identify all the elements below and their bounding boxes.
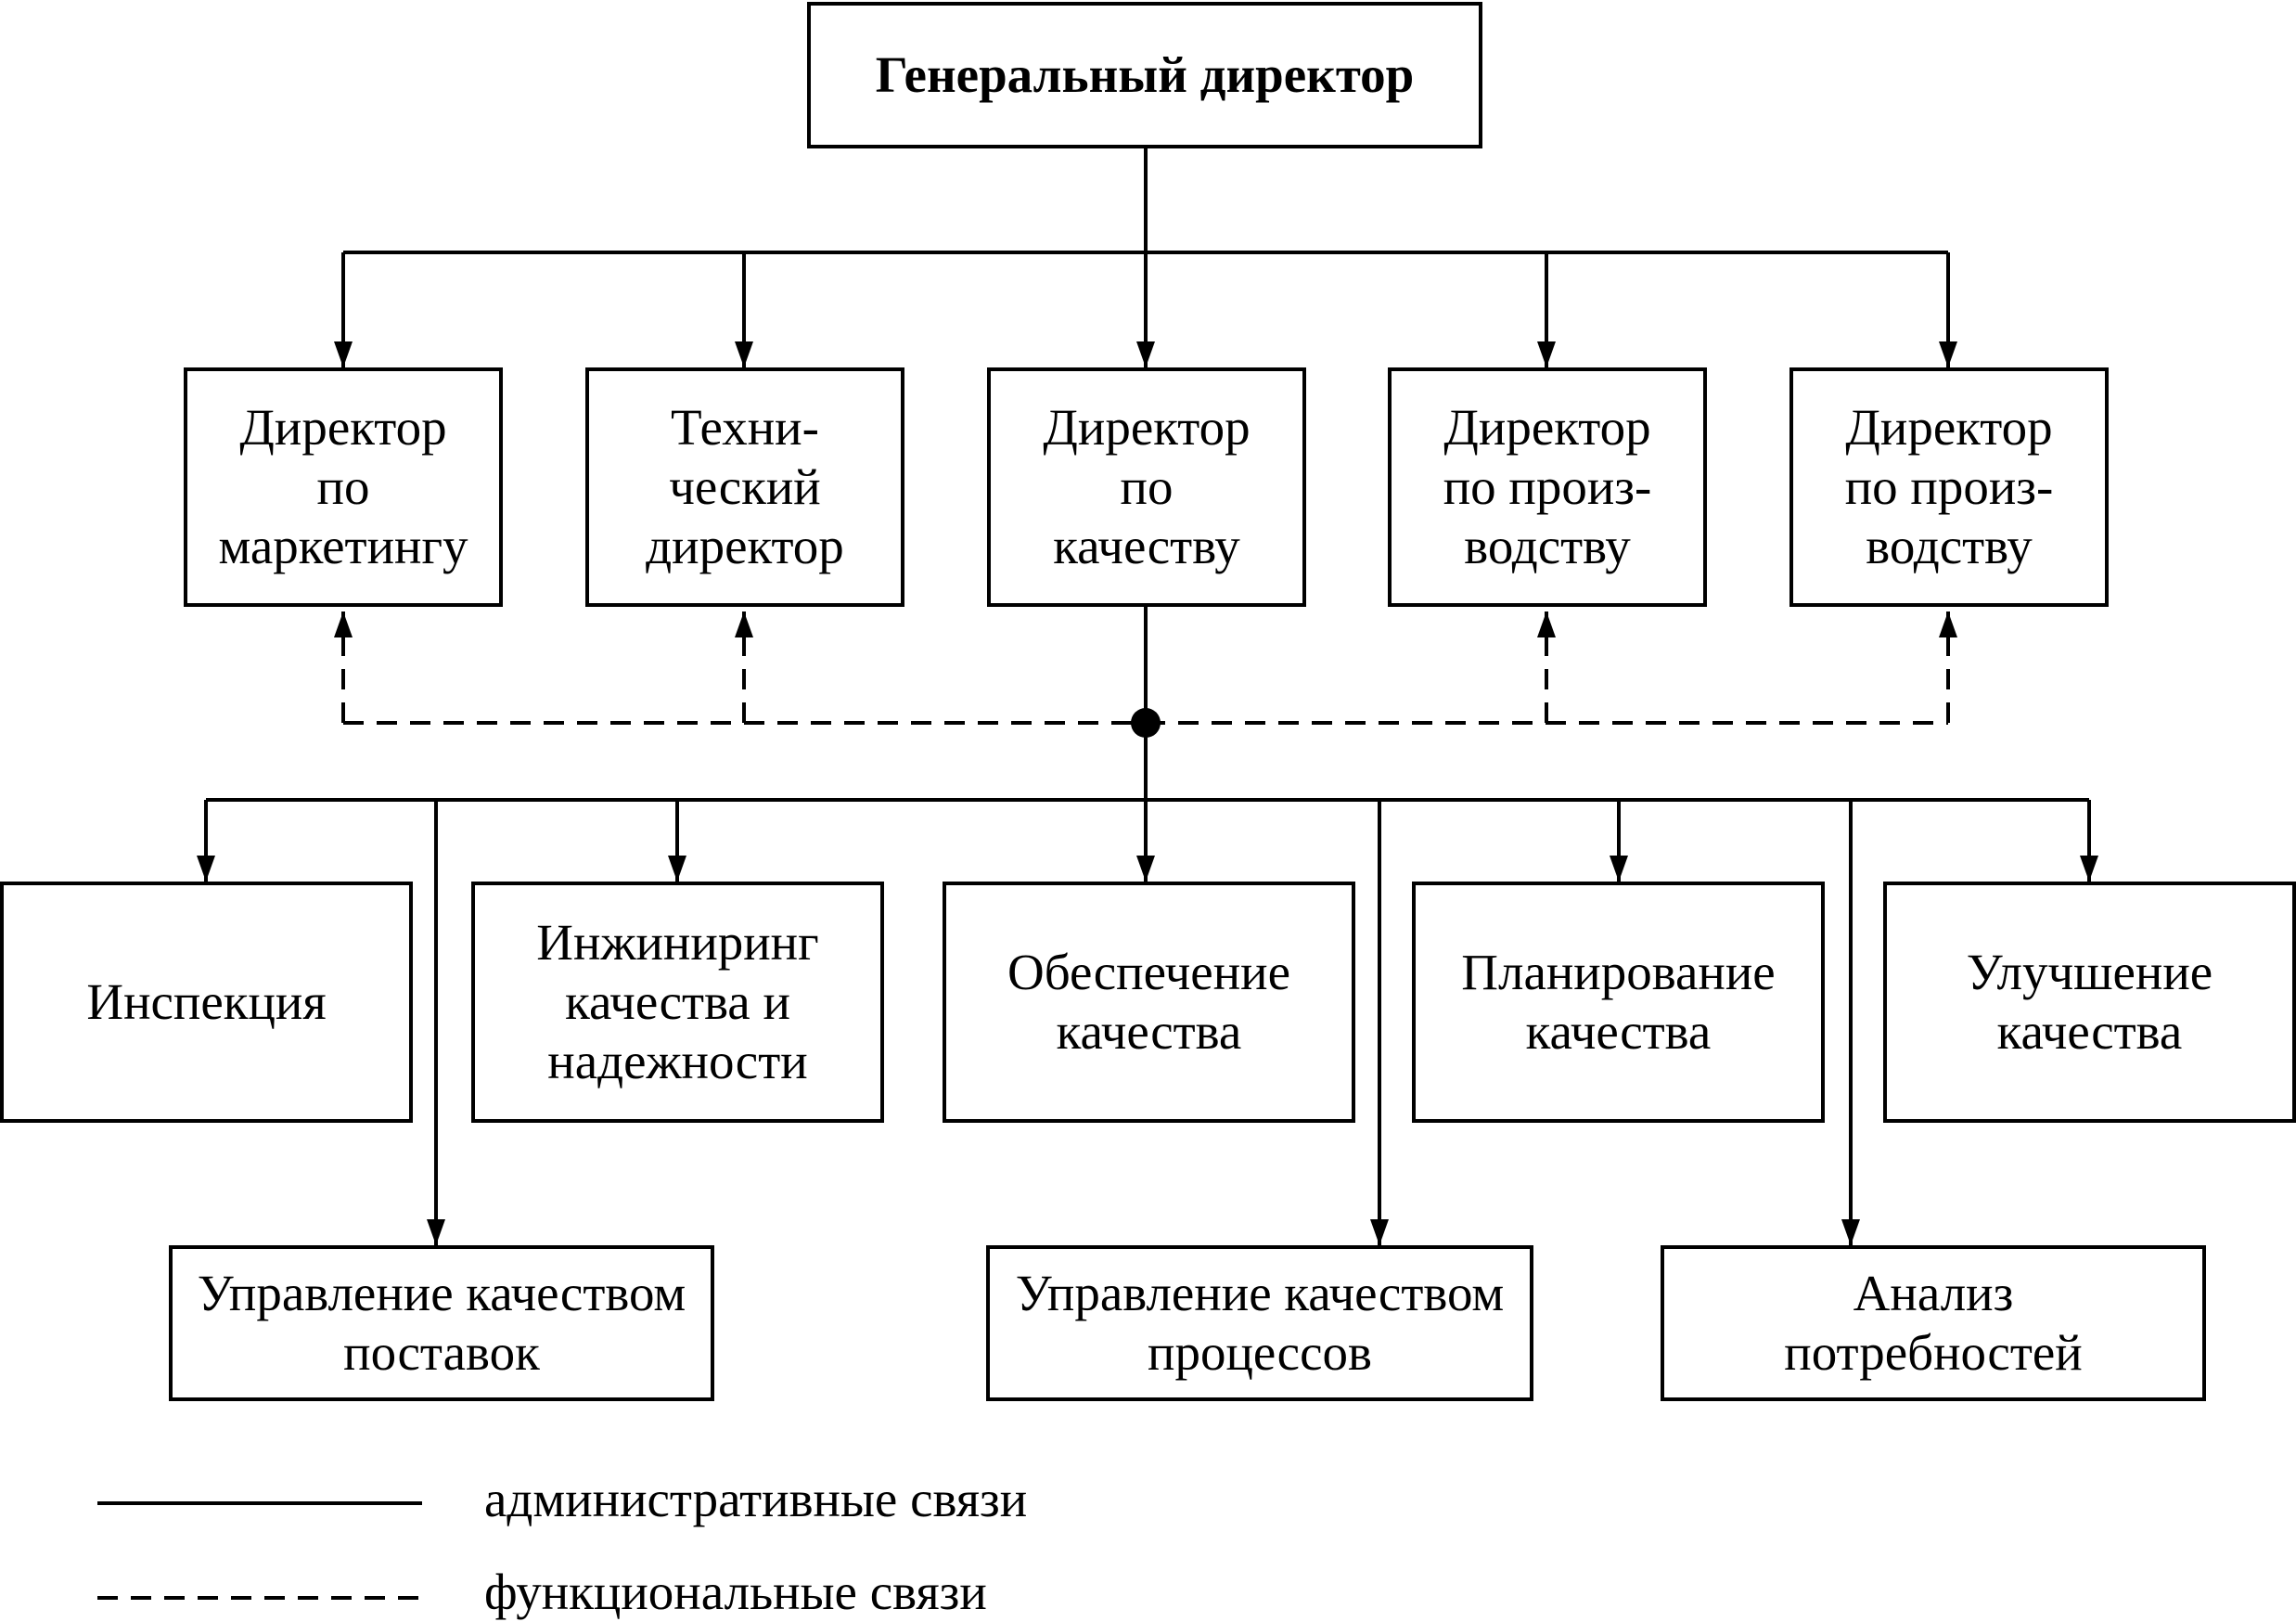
- production-director-box-2: Директор по произ- водству: [1789, 367, 2109, 607]
- ceo-box: Генеральный директор: [807, 2, 1482, 148]
- quality-assurance-box: Обеспечение качества: [943, 882, 1355, 1123]
- legend-administrative-label: административные связи: [484, 1471, 1028, 1527]
- junction-dot: [1131, 708, 1161, 738]
- legend-functional-label: функциональные связи: [484, 1564, 987, 1620]
- supply-quality-box: Управление качеством поставок: [169, 1245, 714, 1401]
- marketing-director-box: Директор по маркетингу: [184, 367, 503, 607]
- quality-improvement-box: Улучшение качества: [1883, 882, 2296, 1123]
- technical-director-box: Техни- ческий директор: [585, 367, 904, 607]
- needs-analysis-box: Анализ потребностей: [1661, 1245, 2206, 1401]
- quality-engineering-box: Инжиниринг качества и надежности: [471, 882, 884, 1123]
- inspection-box: Инспекция: [0, 882, 413, 1123]
- quality-director-box: Директор по качеству: [987, 367, 1306, 607]
- process-quality-box: Управление качеством процессов: [986, 1245, 1533, 1401]
- production-director-box-1: Директор по произ- водству: [1388, 367, 1707, 607]
- quality-planning-box: Планирование качества: [1412, 882, 1825, 1123]
